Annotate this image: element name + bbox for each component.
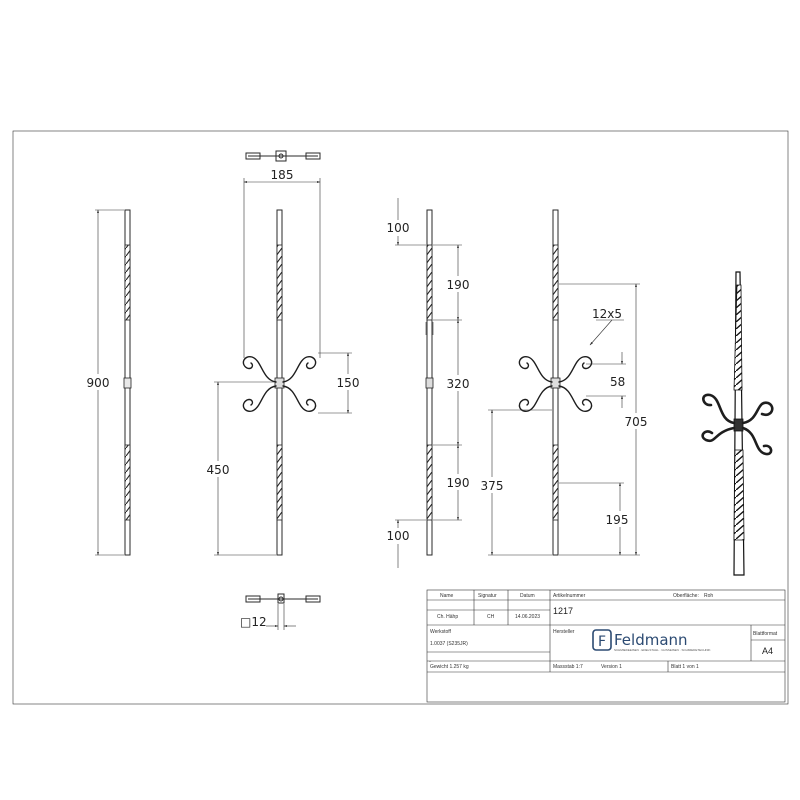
company-logo: F Feldmann SCHMIEDEEISEN · EDELSTAHL · G…: [592, 629, 711, 652]
dim-middle-plain: 320: [447, 377, 470, 391]
side-view-bar: 100 190 320 190 100: [384, 198, 472, 568]
drafter-signature: CH: [487, 614, 495, 620]
top-view: [245, 150, 321, 162]
header-name: Name: [440, 593, 454, 599]
front-view-bar: 900: [84, 209, 132, 556]
header-date: Datum: [520, 593, 535, 599]
front-view-scrolls: 185 150 450 □12: [204, 150, 362, 630]
dim-side-base-collar: 375: [481, 479, 504, 493]
surface-value: Roh: [704, 593, 713, 599]
twist-section-upper: [124, 244, 131, 321]
svg-text:F: F: [598, 634, 606, 650]
svg-text:SCHMIEDEEISEN · EDELSTAHL · GU: SCHMIEDEEISEN · EDELSTAHL · GUSSEISEN · …: [614, 648, 711, 652]
dim-scroll-height: 150: [337, 376, 360, 390]
dim-flat-bar: 12x5: [592, 307, 622, 321]
sheet-border: [12, 130, 789, 705]
section-view: □12: [240, 593, 321, 630]
dim-top-margin: 100: [387, 221, 410, 235]
collar: [123, 377, 132, 389]
isometric-view: [701, 271, 774, 576]
dim-bottom-margin: 100: [387, 529, 410, 543]
dim-scroll-offset: 58: [610, 375, 625, 389]
scale: Massstab 1:7: [553, 664, 583, 670]
side-view-scrolls: 12x5 58 705 195 375: [478, 209, 650, 556]
dim-scroll-width: 185: [271, 168, 294, 182]
dim-front-height: 900: [87, 376, 110, 390]
article-number-value: 1217: [553, 606, 573, 616]
sheet-format-value: A4: [762, 646, 773, 656]
dim-total-twist-side: 705: [625, 415, 648, 429]
dim-base-to-collar: 450: [207, 463, 230, 477]
sheet-format-label: Blattformat: [753, 631, 778, 637]
version: Version 1: [601, 664, 622, 670]
title-block: Name Signatur Datum Artikelnummer Oberfl…: [426, 589, 786, 703]
material-label: Werkstoff: [430, 629, 452, 635]
scroll-ornament: [242, 356, 317, 412]
weight: Gewicht 1.257 kg: [430, 664, 469, 670]
dim-square-section: □12: [240, 615, 267, 629]
material-value: 1.0037 (S235JR): [430, 641, 468, 647]
drafter-name: Ch. Hähp: [437, 614, 458, 620]
dim-side-twist-lower: 195: [606, 513, 629, 527]
header-article-number: Artikelnummer: [553, 593, 586, 599]
twist-section-lower: [124, 444, 131, 521]
manufacturer-label: Hersteller: [553, 629, 575, 635]
svg-text:Feldmann: Feldmann: [614, 631, 688, 649]
drawing-date: 14.06.2023: [515, 614, 540, 620]
dim-twist-top: 190: [447, 278, 470, 292]
header-surface: Oberfläche:: [673, 593, 699, 599]
sheet-number: Blatt 1 von 1: [671, 664, 699, 670]
dim-twist-bottom: 190: [447, 476, 470, 490]
header-signature: Signatur: [478, 593, 497, 599]
